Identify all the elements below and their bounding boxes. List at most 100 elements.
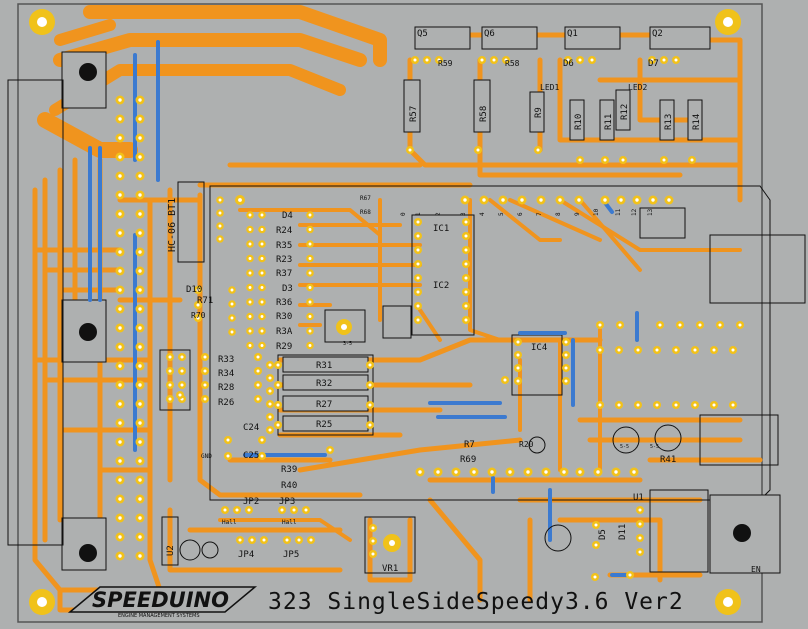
pads [115,56,744,581]
pad-hole [464,262,468,266]
pad-hole [138,136,142,140]
label-c24: C24 [243,423,259,433]
pad-hole [578,470,582,474]
pad-hole [503,378,507,382]
label-r37: R37 [276,269,292,279]
pad-hole [196,303,200,307]
label-r40: R40 [281,481,297,491]
label-q6: Q6 [484,29,495,39]
label-r58b: R58 [505,59,520,68]
pad-hole [614,470,618,474]
pad-hole [308,228,312,231]
pad-hole [425,58,429,62]
pad-hole [516,340,520,344]
pad-hole [138,459,142,463]
pad-hole [118,516,122,520]
pad-hole [712,403,716,407]
label-hall2: Hall [282,519,297,526]
pin-label: 12 [631,208,638,216]
pad-hole [238,538,242,542]
pad-hole [260,344,264,347]
pad-hole [118,174,122,178]
pad-hole [118,554,122,558]
pad-hole [178,393,182,397]
pad-hole [436,470,440,474]
pad-hole [651,198,655,202]
pad-hole [203,369,207,373]
pad-hole [260,242,264,246]
label-jp3: JP3 [279,497,295,507]
pad-hole [308,242,312,246]
label-jp2: JP2 [243,497,259,507]
pad-hole [218,224,222,228]
pad-hole [248,228,252,231]
pad-hole [416,234,420,238]
pad-hole [260,228,264,231]
pad-hole [118,155,122,159]
pad-hole [635,198,639,202]
copper-traces [32,5,763,613]
pad-hole [138,554,142,558]
pad-hole [454,470,458,474]
pad-hole [464,318,468,322]
pad-hole [248,257,252,260]
pad-hole [268,415,272,419]
pad-hole [268,402,272,406]
pad-hole [118,402,122,406]
pad-hole [256,397,260,401]
logo-sub-text: ENGINE MANAGEMENT SYSTEMS [118,613,200,619]
label-r35: R35 [276,241,292,251]
pad-hole [328,448,332,452]
pad-hole [118,250,122,254]
pad-hole [536,148,540,152]
pad-hole [437,58,441,62]
pad-hole [250,538,254,542]
label-ic4: IC4 [531,343,547,353]
label-r30: R30 [276,312,292,322]
pad-hole [118,231,122,235]
pad-hole [617,403,621,407]
label-r9: R9 [534,107,544,118]
pad-hole [476,148,480,152]
pad-hole [598,323,602,327]
pin-label: 5 [498,212,505,216]
pad-hole [138,345,142,349]
pad-hole [138,383,142,387]
pad-hole [464,234,468,238]
label-en: EN [751,565,761,574]
pad-hole [658,323,662,327]
label-r32: R32 [316,379,332,389]
mounting-holes [29,9,751,615]
pad-hole [256,383,260,387]
pad-hole [268,389,272,393]
pad-hole [650,58,654,62]
pad-hole [308,344,312,347]
pad-hole [180,369,184,373]
pad-hole [464,248,468,252]
pad-hole [667,198,671,202]
pad-hole [285,538,289,542]
pad-hole [508,470,512,474]
label-jp5: JP5 [283,550,299,560]
pad-hole [577,198,581,202]
pad-hole [260,257,264,260]
pad-hole [472,470,476,474]
pad-hole [693,348,697,352]
pad-hole [578,58,582,62]
label-r13: R13 [664,114,674,130]
label-r20: R20 [519,440,534,449]
label-r7: R7 [464,440,475,450]
pin-label: 10 [593,208,600,216]
pad-hole [416,276,420,280]
pad-hole [619,198,623,202]
pad-hole [590,58,594,62]
pin-label: 2 [435,212,442,216]
pad-hole [416,220,420,224]
label-r10: R10 [574,114,584,130]
pad-hole [308,300,312,304]
pad-hole [180,383,184,387]
pad-hole [218,211,222,215]
pin-label: 3 [460,212,467,216]
pad-hole [368,403,372,407]
pad-hole [138,421,142,425]
